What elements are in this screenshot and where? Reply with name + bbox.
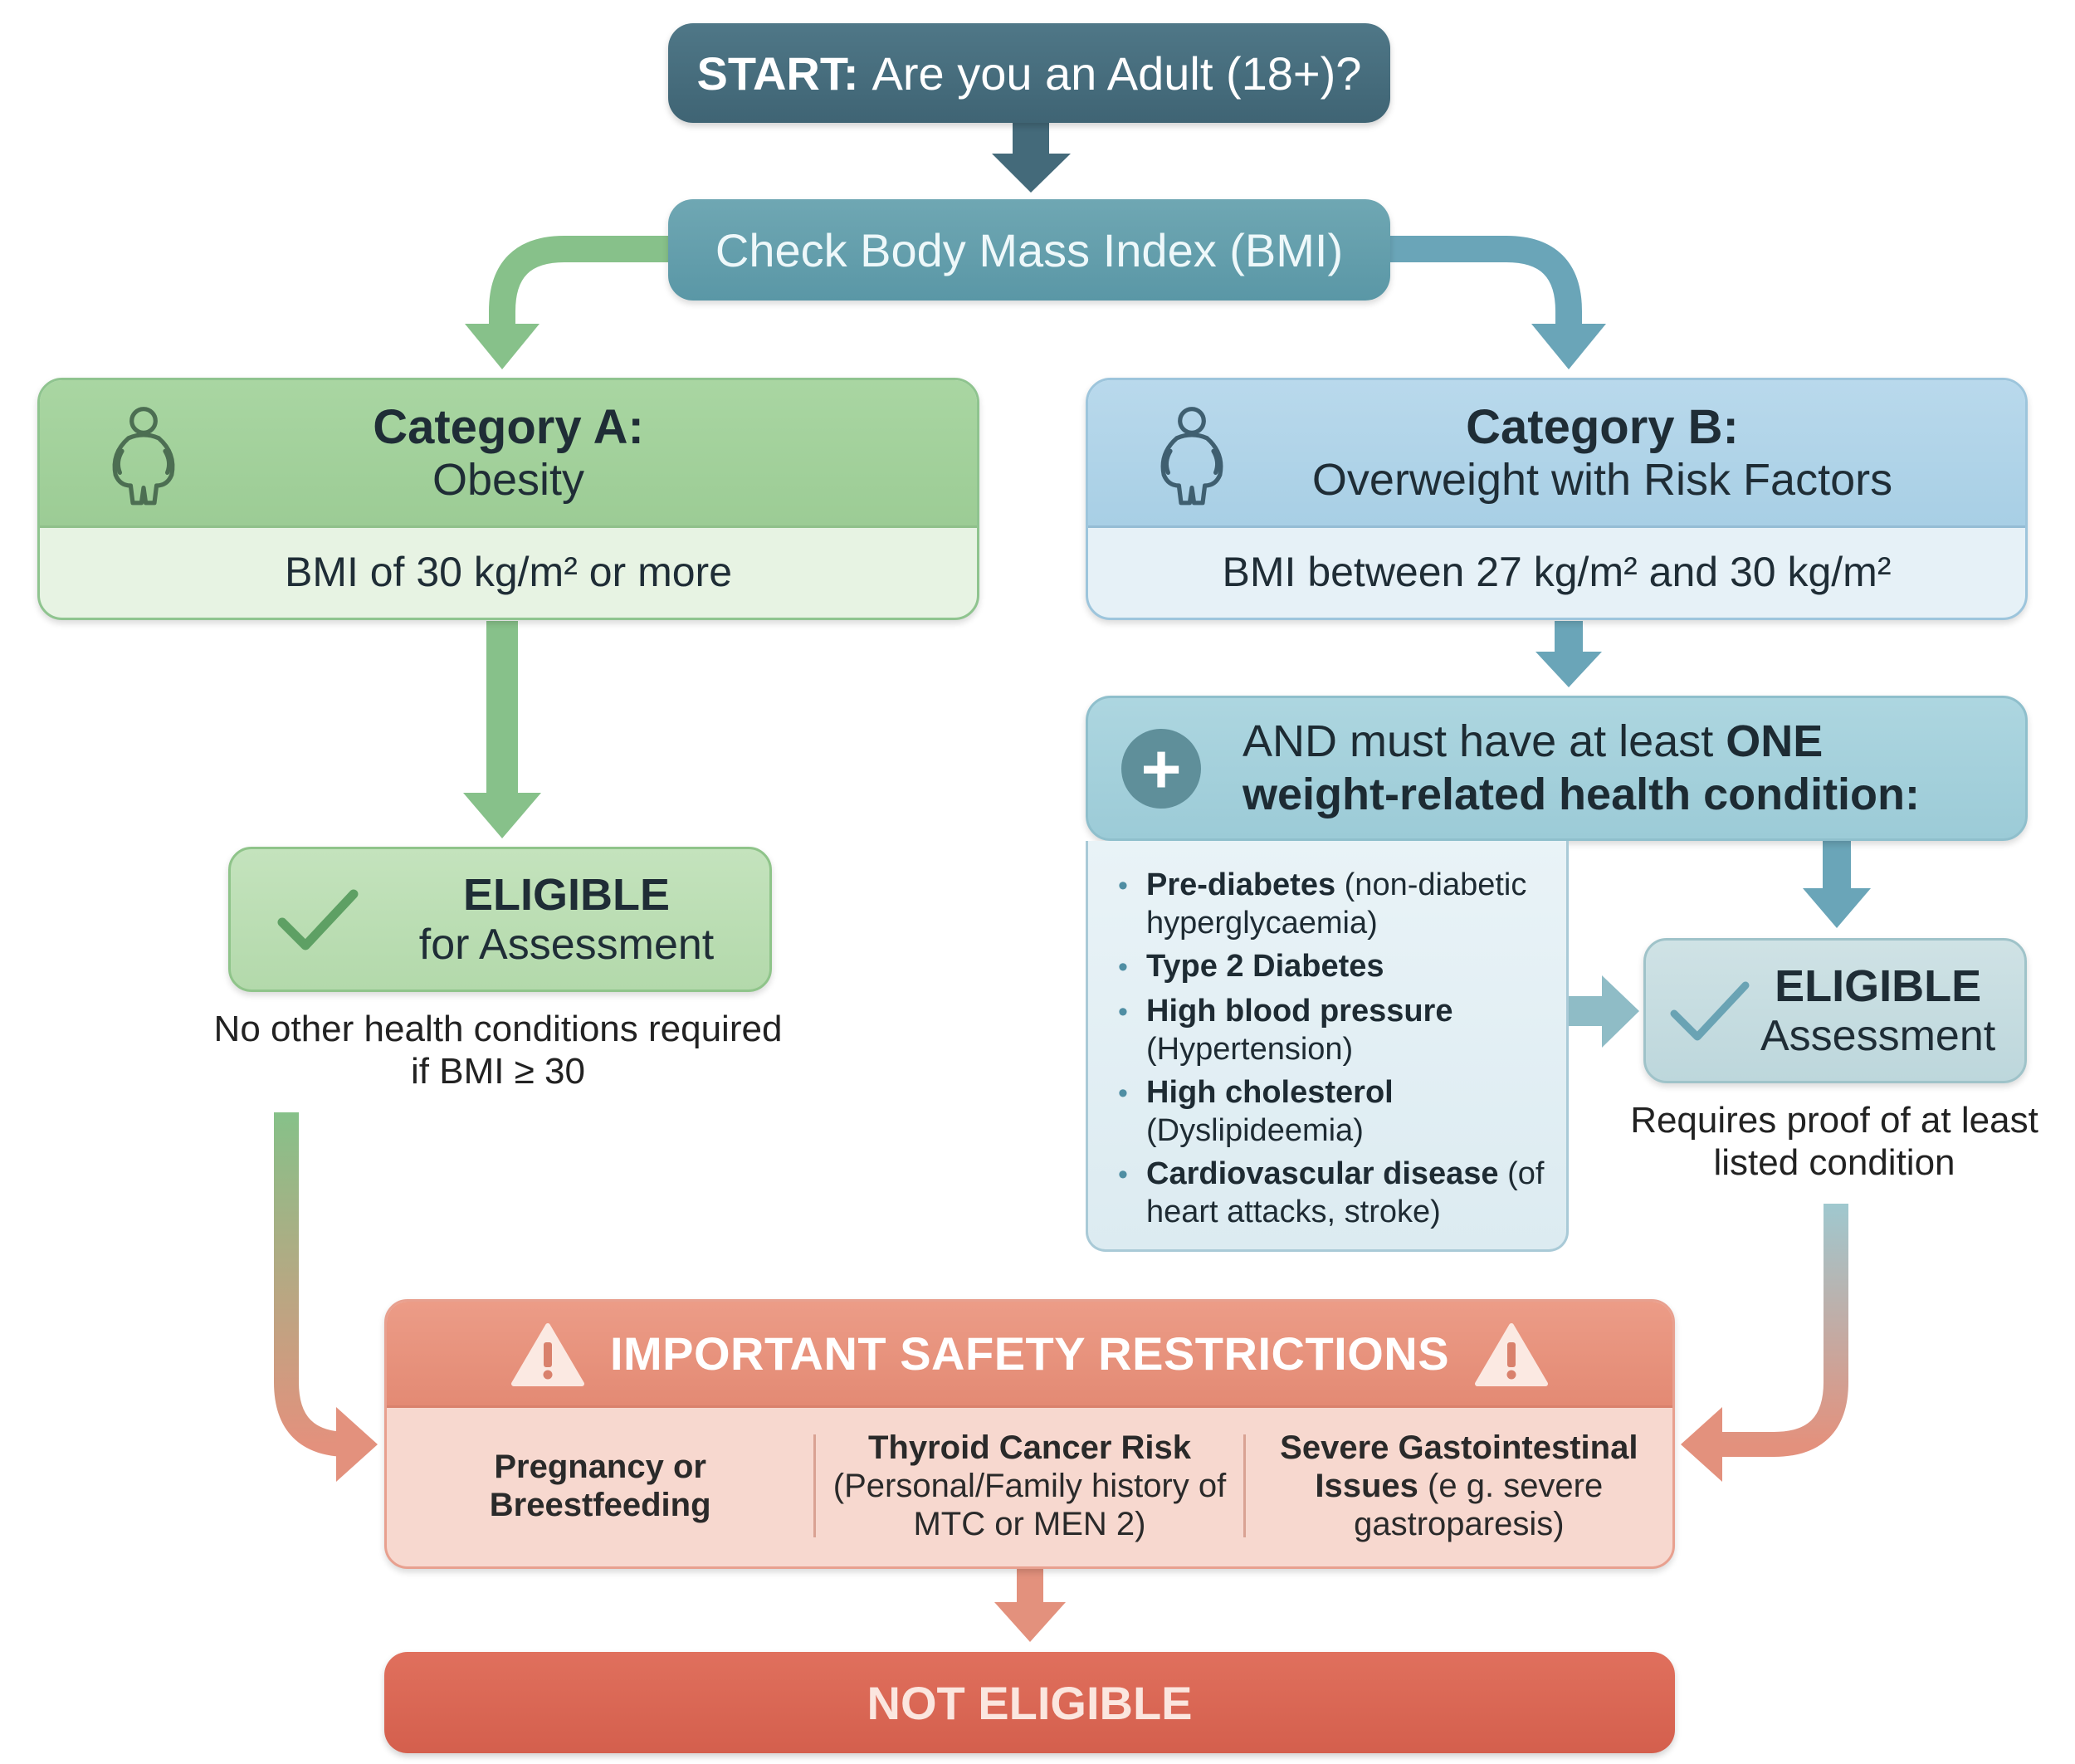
- warning-icon: [510, 1322, 584, 1386]
- category-a-title: Category A:: [373, 399, 644, 454]
- not-eligible-label: NOT ELIGIBLE: [867, 1676, 1193, 1729]
- eligible-b-note: Requires proof of at least listed condit…: [1630, 1100, 2038, 1183]
- category-a-card: Category A: Obesity BMI of 30 kg/m² or m…: [37, 378, 979, 620]
- list-item: • High blood pressure (Hypertension): [1118, 992, 1550, 1068]
- list-item: • Cardiovascular disease (of heart attac…: [1118, 1155, 1550, 1231]
- safety-item-detail: (Personal/Family history of MTC or MEN 2…: [832, 1468, 1227, 1542]
- bmi-check-node: Check Body Mass Index (BMI): [668, 199, 1390, 301]
- category-a-subtitle: Obesity: [432, 454, 585, 505]
- check-icon: [1670, 981, 1750, 1040]
- bullet: •: [1118, 996, 1128, 1028]
- arrow-category-a-to-eligible: [463, 621, 541, 838]
- bullet: •: [1118, 951, 1128, 983]
- eligible-b-node: ELIGIBLE Assessment: [1643, 938, 2027, 1083]
- safety-header: IMPORTANT SAFETY RESTRICTIONS: [387, 1302, 1672, 1408]
- condition-detail: (non-diabetic hyperglycaemia): [1146, 867, 1527, 941]
- safety-item-thyroid: Thyroid Cancer Risk(Personal/Family hist…: [816, 1405, 1243, 1566]
- start-label: START:: [696, 46, 859, 100]
- arrow-category-b-to-and: [1536, 621, 1602, 687]
- eligible-a-node: ELIGIBLE for Assessment: [228, 847, 772, 992]
- arrow-eligible-a-to-safety: [274, 1112, 378, 1482]
- eligible-a-subtitle: for Assessment: [418, 920, 715, 969]
- and-condition-node: + AND must have at least ONE weight-rela…: [1086, 696, 2028, 841]
- condition-name: Pre-diabetes: [1146, 867, 1336, 902]
- condition-detail: (of heart attacks, stroke): [1146, 1156, 1545, 1229]
- safety-title: IMPORTANT SAFETY RESTRICTIONS: [609, 1327, 1450, 1380]
- column-divider: [813, 1434, 817, 1537]
- category-b-card: Category B: Overweight with Risk Factors…: [1086, 378, 2028, 620]
- condition-detail: (Dyslipideemia): [1146, 1113, 1364, 1148]
- bmi-check-label: Check Body Mass Index (BMI): [715, 223, 1344, 276]
- condition-name: Type 2 Diabetes: [1146, 949, 1384, 984]
- safety-item-gastrointestinal: Severe Gastointestinal Issues (e g. seve…: [1246, 1405, 1672, 1566]
- plus-icon: +: [1121, 728, 1201, 809]
- arrow-start-to-bmi: [992, 123, 1071, 193]
- safety-item-detail: (e g. severe gastroparesis): [1354, 1468, 1604, 1542]
- person-icon: [112, 406, 175, 505]
- safety-item-title: Pregnancy or Breestfeeding: [489, 1449, 711, 1523]
- condition-name: High cholesterol: [1146, 1075, 1394, 1110]
- bullet: •: [1118, 870, 1128, 902]
- safety-restrictions-box: IMPORTANT SAFETY RESTRICTIONS Pregnancy …: [384, 1299, 1675, 1569]
- column-divider: [1243, 1434, 1246, 1537]
- not-eligible-node: NOT ELIGIBLE: [384, 1652, 1675, 1753]
- safety-item-title: Severe Gastointestinal Issues: [1280, 1429, 1638, 1504]
- list-item: • Type 2 Diabetes: [1118, 947, 1550, 987]
- arrow-eligible-b-to-safety: [1681, 1204, 1848, 1482]
- warning-icon: [1475, 1322, 1549, 1386]
- list-item: • Pre-diabetes (non-diabetic hyperglycae…: [1118, 866, 1550, 942]
- bullet: •: [1118, 1159, 1128, 1190]
- and-emphasis: ONE: [1726, 716, 1824, 766]
- eligible-b-title: ELIGIBLE: [1775, 961, 1982, 1012]
- condition-name: Cardiovascular disease: [1146, 1156, 1499, 1191]
- and-prefix: AND must have at least: [1243, 716, 1726, 766]
- category-b-subtitle: Overweight with Risk Factors: [1311, 454, 1893, 505]
- category-b-title: Category B:: [1466, 399, 1739, 454]
- arrow-bmi-to-category-b: [1390, 236, 1606, 369]
- eligible-a-title: ELIGIBLE: [462, 870, 670, 921]
- safety-item-title: Thyroid Cancer Risk: [867, 1429, 1191, 1466]
- list-item: • High cholesterol (Dyslipideemia): [1118, 1073, 1550, 1150]
- category-b-criterion: BMI between 27 kg/m² and 30 kg/m²: [1222, 548, 1892, 595]
- start-question: Are you an Adult (18+)?: [872, 46, 1362, 100]
- arrow-conditions-to-eligible-b: [1569, 975, 1639, 1048]
- arrow-and-to-eligible-b: [1803, 841, 1871, 928]
- condition-detail: (Hypertension): [1146, 1032, 1354, 1067]
- start-node: START: Are you an Adult (18+)?: [668, 23, 1390, 123]
- arrow-bmi-to-category-a: [465, 236, 668, 369]
- eligible-a-note: No other health conditions required if B…: [213, 1009, 783, 1092]
- check-icon: [277, 889, 359, 950]
- category-b-header: Category B: Overweight with Risk Factors: [1088, 380, 2025, 528]
- person-icon: [1160, 406, 1223, 505]
- category-a-header: Category A: Obesity: [40, 380, 977, 528]
- safety-item-pregnancy: Pregnancy or Breestfeeding: [387, 1405, 813, 1566]
- bullet: •: [1118, 1077, 1128, 1109]
- and-line2: weight-related health condition:: [1243, 769, 1921, 819]
- arrow-safety-to-not-eligible: [994, 1569, 1066, 1642]
- category-a-criterion: BMI of 30 kg/m² or more: [284, 548, 733, 595]
- condition-name: High blood pressure: [1146, 994, 1453, 1029]
- conditions-list: • Pre-diabetes (non-diabetic hyperglycae…: [1086, 841, 1569, 1252]
- eligible-b-subtitle: Assessment: [1760, 1011, 1996, 1060]
